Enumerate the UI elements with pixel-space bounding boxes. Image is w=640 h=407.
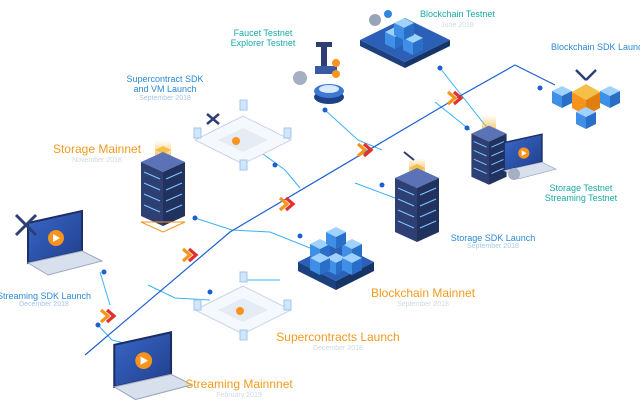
streaming-testnet-title: Streaming Testnet	[544, 193, 618, 204]
streaming-mainnet-label: Streaming Mainnnet February 2019	[185, 377, 293, 400]
storage-mainnet-illustration	[140, 140, 186, 233]
chevron-icon	[99, 308, 116, 324]
storage-sdk-date: September 2018	[467, 243, 519, 251]
streaming-mainnet-date: February 2019	[216, 391, 262, 399]
faucet-illustration	[293, 42, 344, 104]
supercontract-sdk-title: Supercontract SDK	[126, 74, 204, 84]
storage-mainnet-date: November 2018	[72, 156, 122, 164]
streaming-sdk-illustration	[14, 210, 103, 276]
supercontracts-launch-illustration	[193, 271, 293, 341]
storage-testnet-title: Storage Testnet	[549, 183, 613, 193]
supercontract-sdk-date: September 2018	[139, 94, 191, 102]
supercontract-sdk-label: Supercontract SDK and VM Launch Septembe…	[126, 74, 203, 103]
blockchain-sdk-title: Blockchain SDK Launch	[551, 42, 640, 52]
storage-testnet-label: Storage Testnet Streaming Testnet	[545, 183, 617, 204]
storage-mainnet-label: Storage Mainnet November 2018	[52, 142, 142, 165]
streaming-sdk-label: Streaming SDK Launch December 2018	[0, 291, 91, 309]
faucet-testnet-label: Faucet Testnet Explorer Testnet	[231, 28, 296, 49]
storage-mainnet-title: Storage Mainnet	[52, 142, 142, 156]
blockchain-mainnet-illustration	[298, 227, 374, 290]
storage-sdk-title: Storage SDK Launch	[450, 233, 536, 243]
blockchain-mainnet-title: Blockchain Mainnet	[370, 286, 476, 300]
blockchain-testnet-date: June 2018	[441, 22, 474, 30]
supercontracts-launch-label: Supercontracts Launch December 2018	[276, 330, 400, 353]
storage-sdk-label: Storage SDK Launch September 2018	[451, 233, 536, 251]
streaming-mainnet-title: Streaming Mainnnet	[185, 377, 293, 391]
blockchain-sdk-illustration	[552, 69, 620, 129]
storage-testnet-illustration	[470, 115, 557, 186]
blockchain-testnet-label: Blockchain Testnet June 2018	[420, 4, 495, 30]
streaming-sdk-date: December 2018	[19, 301, 69, 309]
chevron-icon	[446, 90, 463, 106]
supercontract-vm-title: and VM Launch	[133, 84, 197, 95]
streaming-sdk-title: Streaming SDK Launch	[0, 291, 92, 301]
storage-sdk-illustration	[394, 151, 440, 243]
blockchain-testnet-illustration	[360, 10, 450, 68]
chevron-icon	[278, 196, 295, 212]
streaming-mainnet-illustration	[113, 331, 194, 401]
blockchain-mainnet-label: Blockchain Mainnet September 2018	[370, 286, 476, 309]
blockchain-testnet-title: Blockchain Testnet	[420, 9, 495, 19]
chevron-icon	[181, 247, 198, 263]
explorer-testnet-title: Explorer Testnet	[230, 38, 296, 49]
chevron-icon	[356, 142, 373, 158]
supercontracts-launch-date: December 2018	[313, 344, 363, 352]
supercontracts-launch-title: Supercontracts Launch	[276, 330, 400, 344]
blockchain-sdk-label: Blockchain SDK Launch	[551, 37, 640, 55]
supercontract-sdk-illustration	[193, 99, 293, 171]
blockchain-mainnet-date: September 2018	[397, 300, 449, 308]
faucet-testnet-title: Faucet Testnet	[233, 28, 293, 38]
